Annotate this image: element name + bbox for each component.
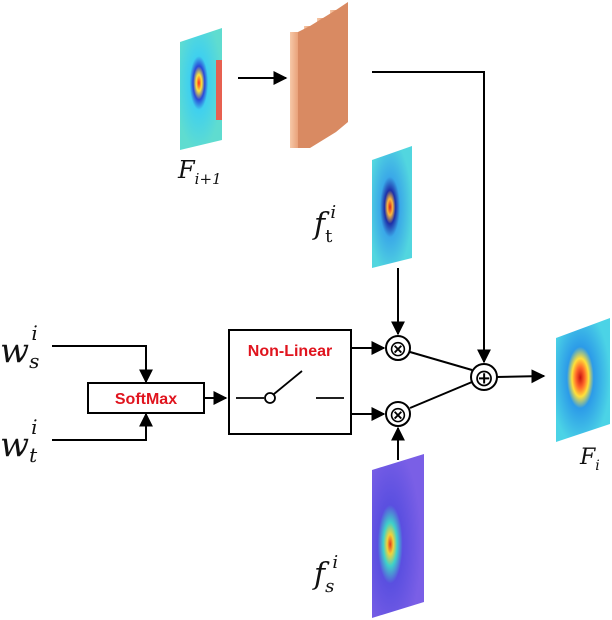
feature-map-f-t xyxy=(372,146,412,268)
feature-map-f-next xyxy=(180,28,222,150)
softmax-label: SoftMax xyxy=(115,391,177,408)
switch-icon xyxy=(236,370,344,404)
svg-text:⊕: ⊕ xyxy=(474,364,494,392)
label-f-s: fsi xyxy=(312,552,338,597)
svg-text:⊗: ⊗ xyxy=(389,403,407,428)
conv-layer-stack xyxy=(290,2,348,148)
label-w-t: wti xyxy=(0,415,38,467)
nonlinear-block: Non-Linear xyxy=(228,329,352,435)
multiply-operator-top: ⊗ xyxy=(385,335,411,362)
feature-map-f-out xyxy=(556,318,610,442)
softmax-block: SoftMax xyxy=(87,382,205,414)
label-w-s: wsi xyxy=(0,321,39,373)
svg-text:⊗: ⊗ xyxy=(389,337,407,362)
add-operator: ⊕ xyxy=(470,363,498,392)
nonlinear-label: Non-Linear xyxy=(248,343,332,360)
multiply-operator-bottom: ⊗ xyxy=(385,401,411,428)
label-f-t: fti xyxy=(312,202,336,247)
label-f-out: Fi xyxy=(579,445,600,474)
label-f-next: Fi+1 xyxy=(177,156,222,188)
connections xyxy=(52,71,546,460)
feature-map-f-s xyxy=(372,454,424,618)
